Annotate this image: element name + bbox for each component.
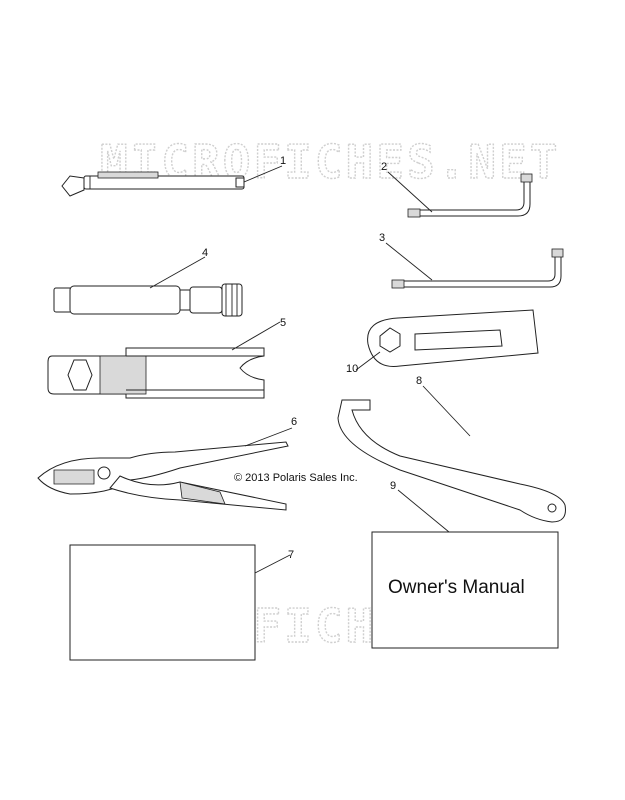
part-3-hex-key-long bbox=[391, 248, 564, 289]
leader-5 bbox=[231, 321, 281, 351]
callout-2: 2 bbox=[381, 161, 387, 173]
copyright: © 2013 Polaris Sales Inc. bbox=[234, 472, 358, 484]
part-9-owners-manual bbox=[371, 531, 559, 649]
leader-1 bbox=[243, 165, 283, 183]
leader-9 bbox=[397, 489, 450, 533]
owners-manual-label: Owner's Manual bbox=[388, 577, 525, 598]
callout-10: 10 bbox=[346, 363, 358, 375]
leader-7 bbox=[254, 554, 291, 574]
part-5-spanner bbox=[47, 347, 265, 399]
part-1-wrench-handle bbox=[61, 171, 245, 197]
callout-8: 8 bbox=[416, 375, 422, 387]
leader-2 bbox=[387, 171, 433, 213]
part-8-hook-spanner bbox=[337, 399, 566, 523]
part-4-socket bbox=[53, 283, 243, 317]
part-2-hex-key bbox=[407, 173, 533, 218]
callout-9: 9 bbox=[390, 480, 396, 492]
callout-7: 7 bbox=[288, 549, 294, 561]
leader-10 bbox=[355, 351, 381, 371]
part-7-document bbox=[69, 544, 256, 661]
leader-3 bbox=[385, 242, 433, 281]
callout-6: 6 bbox=[291, 416, 297, 428]
leader-6 bbox=[244, 427, 293, 447]
callout-1: 1 bbox=[280, 155, 286, 167]
leader-4 bbox=[149, 256, 206, 289]
part-6-pliers bbox=[37, 441, 289, 511]
callout-5: 5 bbox=[280, 317, 286, 329]
part-10-plate-wrench bbox=[367, 309, 539, 368]
callout-3: 3 bbox=[379, 232, 385, 244]
leader-8 bbox=[422, 385, 471, 437]
callout-4: 4 bbox=[202, 247, 208, 259]
